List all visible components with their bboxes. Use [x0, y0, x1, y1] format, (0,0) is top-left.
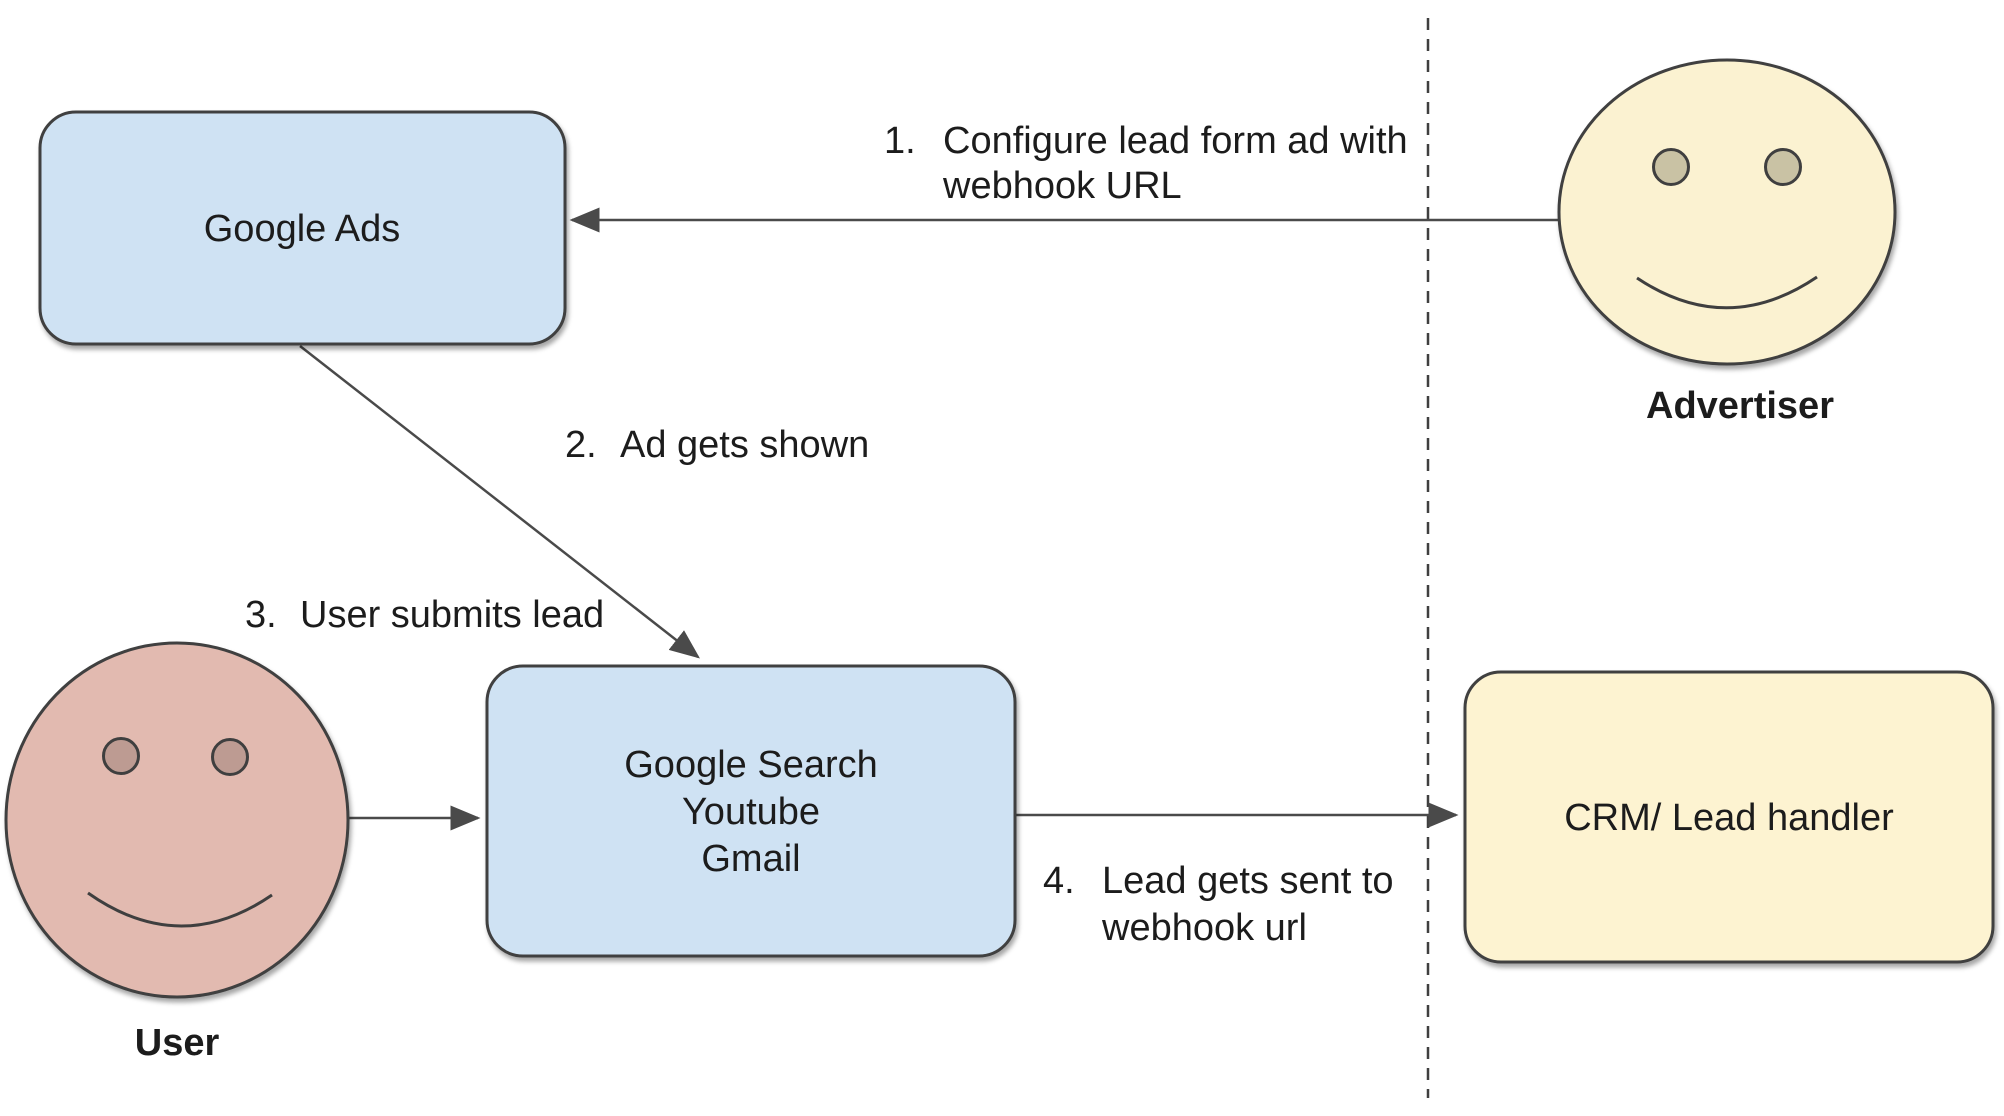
crm-label: CRM/ Lead handler: [1564, 797, 1894, 839]
step4-number: 4.: [1043, 860, 1075, 902]
user-left-eye: [102, 737, 140, 775]
step2-label: 2. Ad gets shown: [565, 424, 869, 466]
advertiser-smile: [1636, 275, 1818, 310]
step3-label: 3. User submits lead: [245, 594, 604, 636]
step4-text-line1: Lead gets sent to: [1102, 860, 1394, 902]
google-surfaces-label-line1: Google Search: [624, 744, 878, 786]
step1-number: 1.: [884, 120, 916, 162]
step1-label: 1. Configure lead form ad with webhook U…: [884, 120, 1408, 207]
step2-text-line1: Ad gets shown: [620, 424, 869, 466]
advertiser-label: Advertiser: [1646, 385, 1834, 427]
advertiser-smiley-icon: Advertiser: [1557, 58, 1897, 427]
google-surfaces-box: [485, 664, 1017, 958]
step3-text-line1: User submits lead: [300, 594, 604, 636]
step1-text-line1: Configure lead form ad with: [943, 120, 1408, 162]
node-google-ads: Google Ads: [38, 110, 567, 346]
step4-label: 4. Lead gets sent to webhook url: [1043, 860, 1394, 949]
crm-box: [1463, 670, 1995, 964]
user-smiley-icon: User: [4, 641, 350, 1064]
advertiser-face: [1557, 58, 1897, 366]
arrow-step2-google-ads-to-surfaces: [299, 345, 700, 659]
node-crm-lead-handler: CRM/ Lead handler: [1463, 670, 1995, 964]
google-surfaces-label-line2: Youtube: [682, 791, 820, 833]
advertiser-left-eye: [1652, 148, 1690, 186]
step2-number: 2.: [565, 424, 597, 466]
user-smile: [87, 891, 273, 928]
step4-text-line2: webhook url: [1101, 907, 1307, 949]
user-face: [4, 641, 350, 999]
step1-text-line2: webhook URL: [942, 165, 1182, 207]
google-surfaces-label-line3: Gmail: [701, 838, 800, 880]
user-label: User: [135, 1022, 220, 1064]
step3-number: 3.: [245, 594, 277, 636]
google-ads-label: Google Ads: [204, 208, 400, 250]
google-ads-box: [38, 110, 567, 346]
user-right-eye: [211, 738, 249, 776]
advertiser-right-eye: [1764, 148, 1802, 186]
node-google-surfaces: Google Search Youtube Gmail: [485, 664, 1017, 958]
